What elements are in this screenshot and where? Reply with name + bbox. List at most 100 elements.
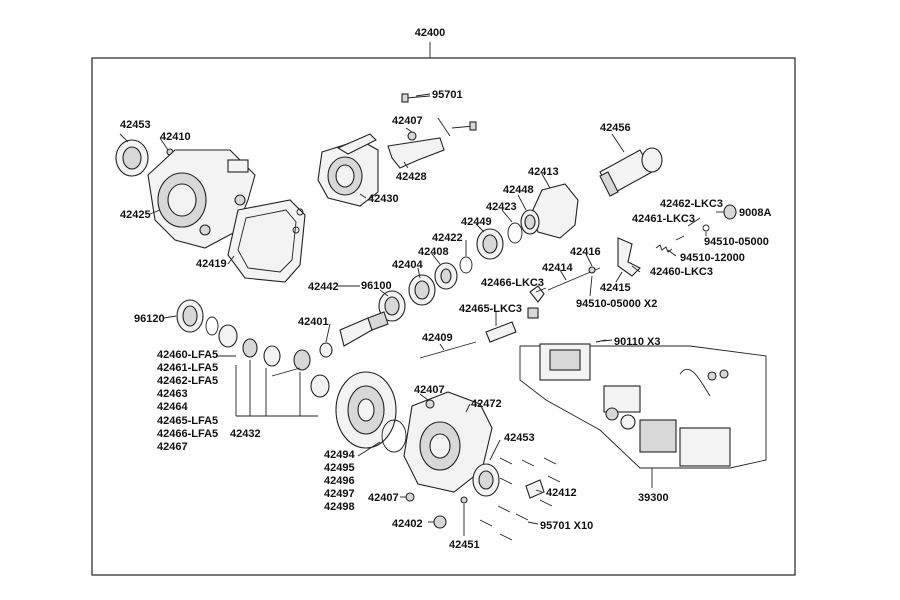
label-90110-x3: 90110 X3 [614, 336, 661, 348]
part-42472-rear-housing [403, 391, 493, 493]
label-42423: 42423 [486, 201, 517, 213]
label-42496: 42496 [324, 475, 355, 487]
part-42401-spacer [319, 342, 333, 358]
part-42404-bearing [408, 274, 436, 306]
part-42494-ring-gear [335, 371, 397, 449]
part-95701-bolts [401, 93, 477, 137]
label-96120: 96120 [134, 313, 165, 325]
part-42448-seal [520, 209, 540, 235]
part-42415-fork [617, 237, 641, 277]
label-39300: 39300 [638, 492, 669, 504]
part-42453-seal [115, 139, 149, 177]
label-42442: 42442 [308, 281, 339, 293]
leader-lines [119, 93, 724, 536]
label-42448: 42448 [503, 184, 534, 196]
label-42461-lkc3: 42461-LKC3 [632, 213, 695, 225]
part-42442-pinion [339, 311, 389, 347]
part-42428-bracket [387, 137, 445, 169]
label-42494: 42494 [324, 449, 355, 461]
part-96120-bearing [176, 299, 204, 333]
label-42419: 42419 [196, 258, 227, 270]
part-42456-shaft [599, 147, 663, 197]
part-42416-clip [588, 266, 596, 274]
label-42414: 42414 [542, 262, 573, 274]
part-42422-ring [459, 256, 473, 274]
part-42432-bracket [235, 360, 318, 417]
part-42466-shift-parts [527, 285, 545, 319]
assembly-frame [91, 57, 796, 576]
label-42409: 42409 [422, 332, 453, 344]
part-96120-ring [205, 316, 219, 336]
label-42462-lfa5: 42462-LFA5 [157, 375, 218, 387]
part-39300-actuator [519, 343, 767, 469]
label-94510-12000: 94510-12000 [680, 252, 745, 264]
label-94510-05000: 94510-05000 [704, 236, 769, 248]
label-42404: 42404 [392, 259, 423, 271]
label-42460-lkc3: 42460-LKC3 [650, 266, 713, 278]
label-42407-bottom: 42407 [368, 492, 399, 504]
label-42430: 42430 [368, 193, 399, 205]
part-42461-pin [675, 235, 685, 241]
part-42407-plug-mid [425, 399, 435, 409]
label-96100: 96100 [361, 280, 392, 292]
part-42413-gasket [531, 183, 579, 239]
label-42402: 42402 [392, 518, 423, 530]
label-42412: 42412 [546, 487, 577, 499]
label-42472: 42472 [471, 398, 502, 410]
part-labels: 95701 42407 42453 42410 42456 42428 4243… [120, 89, 771, 551]
part-42412-bracket [525, 479, 545, 499]
part-42423-snap-ring [507, 222, 523, 244]
label-42416: 42416 [570, 246, 601, 258]
part-diff-side-gears [218, 324, 330, 398]
part-ring-seal [381, 419, 407, 453]
part-42407-plug-top [407, 131, 417, 141]
part-9008a-plug [723, 204, 737, 220]
label-42463: 42463 [157, 388, 188, 400]
label-42410: 42410 [160, 131, 191, 143]
part-42453-seal-bottom [472, 463, 500, 497]
label-9008a: 9008A [739, 207, 771, 219]
part-42409-rod [419, 341, 477, 359]
label-94510-05000-x2: 94510-05000 X2 [576, 298, 657, 310]
label-42498: 42498 [324, 501, 355, 513]
label-42407-mid: 42407 [414, 384, 445, 396]
assembly-number: 42400 [415, 27, 446, 39]
label-42407: 42407 [392, 115, 423, 127]
label-42495: 42495 [324, 462, 355, 474]
label-42453-bottom: 42453 [504, 432, 535, 444]
label-42453: 42453 [120, 119, 151, 131]
label-42449: 42449 [461, 216, 492, 228]
label-95701-x10: 95701 X10 [540, 520, 593, 532]
part-42430-housing [317, 133, 379, 207]
label-42428: 42428 [396, 171, 427, 183]
label-42466-lkc3: 42466-LKC3 [481, 277, 544, 289]
label-42466-lfa5: 42466-LFA5 [157, 428, 218, 440]
label-42464: 42464 [157, 401, 188, 413]
label-42432: 42432 [230, 428, 261, 440]
part-42465-sleeve [485, 321, 517, 343]
part-42408-gear [434, 262, 458, 290]
part-94510-05000-clip [702, 224, 710, 232]
label-42413: 42413 [528, 166, 559, 178]
label-42465-lkc3: 42465-LKC3 [459, 303, 522, 315]
label-42422: 42422 [432, 232, 463, 244]
label-42460-lfa5: 42460-LFA5 [157, 349, 218, 361]
label-42425: 42425 [120, 209, 151, 221]
label-42456: 42456 [600, 122, 631, 134]
part-96100-bearing [378, 290, 406, 322]
label-42408: 42408 [418, 246, 449, 258]
part-42419-gasket [227, 199, 306, 283]
label-95701: 95701 [432, 89, 463, 101]
label-42467: 42467 [157, 441, 188, 453]
label-42462-lkc3: 42462-LKC3 [660, 198, 723, 210]
part-95701-bolts-set [479, 457, 561, 541]
part-42449-bearing [476, 228, 504, 260]
label-42451: 42451 [449, 539, 480, 551]
label-42497: 42497 [324, 488, 355, 500]
part-42462-spring [655, 244, 673, 253]
part-42451-plug [460, 496, 468, 504]
part-42402-drain-plug [433, 515, 447, 529]
part-42407-plug-bottom [405, 492, 415, 502]
